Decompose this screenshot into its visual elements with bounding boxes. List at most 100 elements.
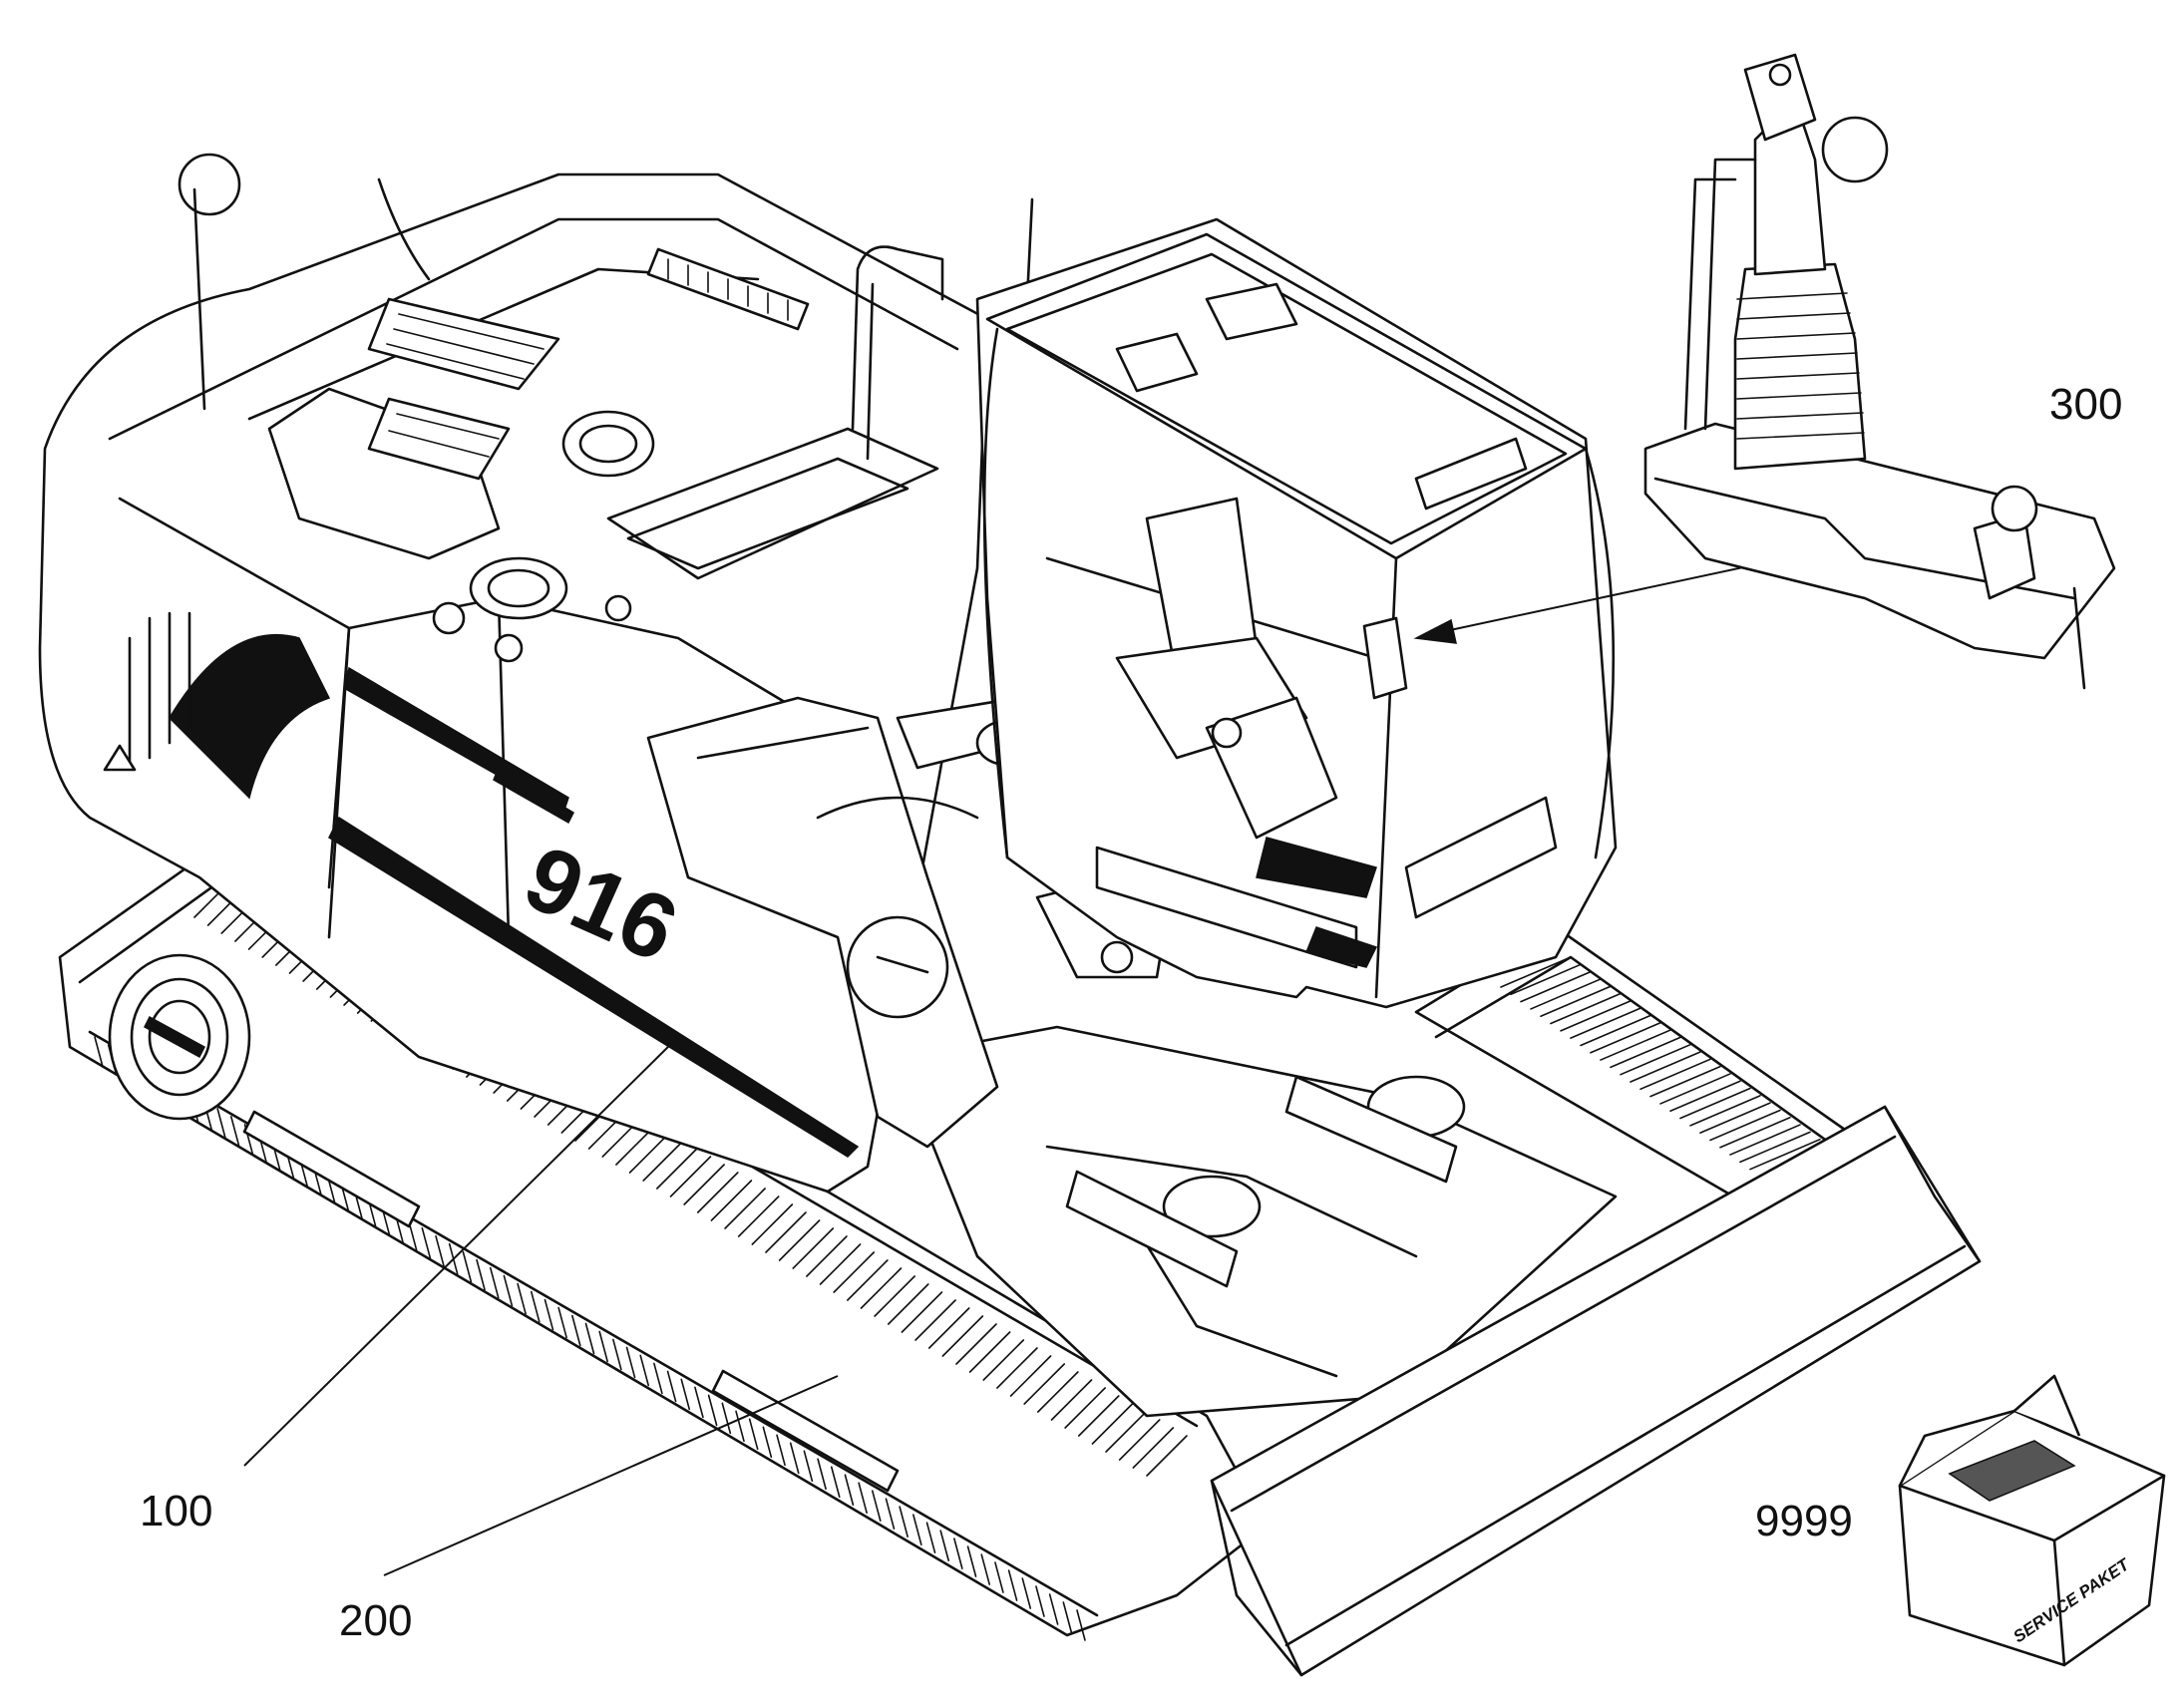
track-pad (462, 1250, 473, 1283)
track-pad (994, 1561, 1004, 1593)
track-pad (955, 1323, 997, 1365)
track-pad (1639, 1058, 1711, 1091)
track-pad (653, 1362, 663, 1395)
track-pad (1620, 1043, 1691, 1076)
track-pad (517, 1282, 527, 1315)
track-pad (1146, 1435, 1188, 1477)
track-pad (748, 1418, 759, 1451)
track-pad (1689, 1095, 1761, 1127)
track-pad (966, 1545, 977, 1577)
track-pad (571, 1314, 581, 1347)
track-pad (707, 1394, 718, 1427)
callout-200: 200 (339, 1596, 412, 1645)
arrow-head-icon (1413, 618, 1457, 644)
track-pad (1023, 1363, 1066, 1405)
track-pad (1649, 1065, 1721, 1098)
track-pad (874, 1275, 915, 1317)
track-pad (885, 1498, 896, 1530)
callout-9999: 9999 (1755, 1497, 1853, 1545)
track-pad (1739, 1131, 1811, 1164)
track-pad (1630, 1051, 1701, 1083)
undercarriage-frame (896, 1025, 1618, 1418)
track-pad (1510, 963, 1582, 996)
track-pad (776, 1434, 786, 1467)
track-pad (1077, 1395, 1120, 1437)
track-pad (737, 1196, 780, 1237)
track-pad (1050, 1379, 1093, 1421)
track-pad (584, 1322, 595, 1355)
track-pad (544, 1298, 554, 1331)
track-pad (912, 1514, 922, 1545)
track-pad (833, 1251, 876, 1293)
track-pad (666, 1370, 677, 1403)
track-pad (914, 1299, 956, 1341)
track-pad (628, 1132, 671, 1174)
track-pad (1048, 1593, 1059, 1625)
track-pad (792, 1227, 835, 1269)
track-pad (1035, 1585, 1045, 1617)
track-pad (789, 1442, 800, 1475)
track-pad (683, 1164, 725, 1205)
track-pad (887, 1283, 929, 1325)
leader-line-200 (383, 1375, 839, 1576)
track-pad (694, 1386, 704, 1419)
track-pad (1560, 1000, 1632, 1032)
track-pad (1021, 1577, 1032, 1609)
track-pad (216, 1108, 226, 1140)
track-pad (817, 1458, 827, 1491)
operator-cab (975, 217, 1618, 1009)
track-pad (1530, 978, 1602, 1010)
service-box-icon: SERVICE PAKET (1898, 1374, 2166, 1667)
track-pad (941, 1315, 984, 1357)
track-pad (939, 1530, 949, 1561)
dozer-blade (1210, 1105, 1982, 1677)
track-pad (1610, 1036, 1681, 1069)
track-pad (830, 1466, 841, 1499)
track-pad (968, 1331, 1011, 1373)
track-pad (598, 1330, 608, 1363)
track-pad (847, 1259, 889, 1301)
track-pad (1719, 1116, 1791, 1149)
track-pad (557, 1306, 567, 1339)
joystick-knob (1821, 116, 1889, 183)
track-pad (1007, 1569, 1018, 1601)
track-pad (1600, 1029, 1671, 1061)
track-pad (530, 1290, 541, 1323)
upper-carriage (38, 153, 1034, 1194)
detail-arrow (1435, 557, 1786, 634)
track-pad (1590, 1021, 1661, 1054)
track-pad (1037, 1371, 1079, 1413)
track-pad (1500, 956, 1572, 988)
track-pad (476, 1258, 486, 1291)
track-pad (1064, 1387, 1106, 1429)
track-pad (435, 1234, 445, 1267)
track-pad (778, 1219, 821, 1261)
track-pad (710, 1180, 753, 1221)
track-pad (625, 1346, 636, 1379)
track-pad (803, 1450, 814, 1483)
gauge (846, 915, 949, 1019)
track-pad (751, 1203, 794, 1245)
track-pad (901, 1291, 943, 1333)
track-pad (735, 1410, 745, 1443)
track-pad (1520, 970, 1592, 1003)
track-pad (1009, 1355, 1052, 1397)
track-pad (230, 1116, 240, 1148)
engine-grill (367, 297, 560, 481)
fuel-cap (469, 556, 568, 620)
track-pad (953, 1537, 963, 1569)
track-pad (1105, 1411, 1147, 1453)
track-pad (421, 1226, 432, 1259)
track-pad (844, 1474, 855, 1507)
cab-joystick (1362, 616, 1408, 700)
track-pad (765, 1211, 807, 1253)
track-pad (925, 1522, 936, 1553)
track-pad (656, 1148, 698, 1190)
track-pad (1679, 1087, 1751, 1120)
track-pad (1132, 1427, 1175, 1469)
track-pad (1062, 1601, 1073, 1633)
track-pad (1570, 1007, 1641, 1039)
side-graphic (169, 633, 331, 800)
warning-triangle-icon (103, 744, 137, 772)
